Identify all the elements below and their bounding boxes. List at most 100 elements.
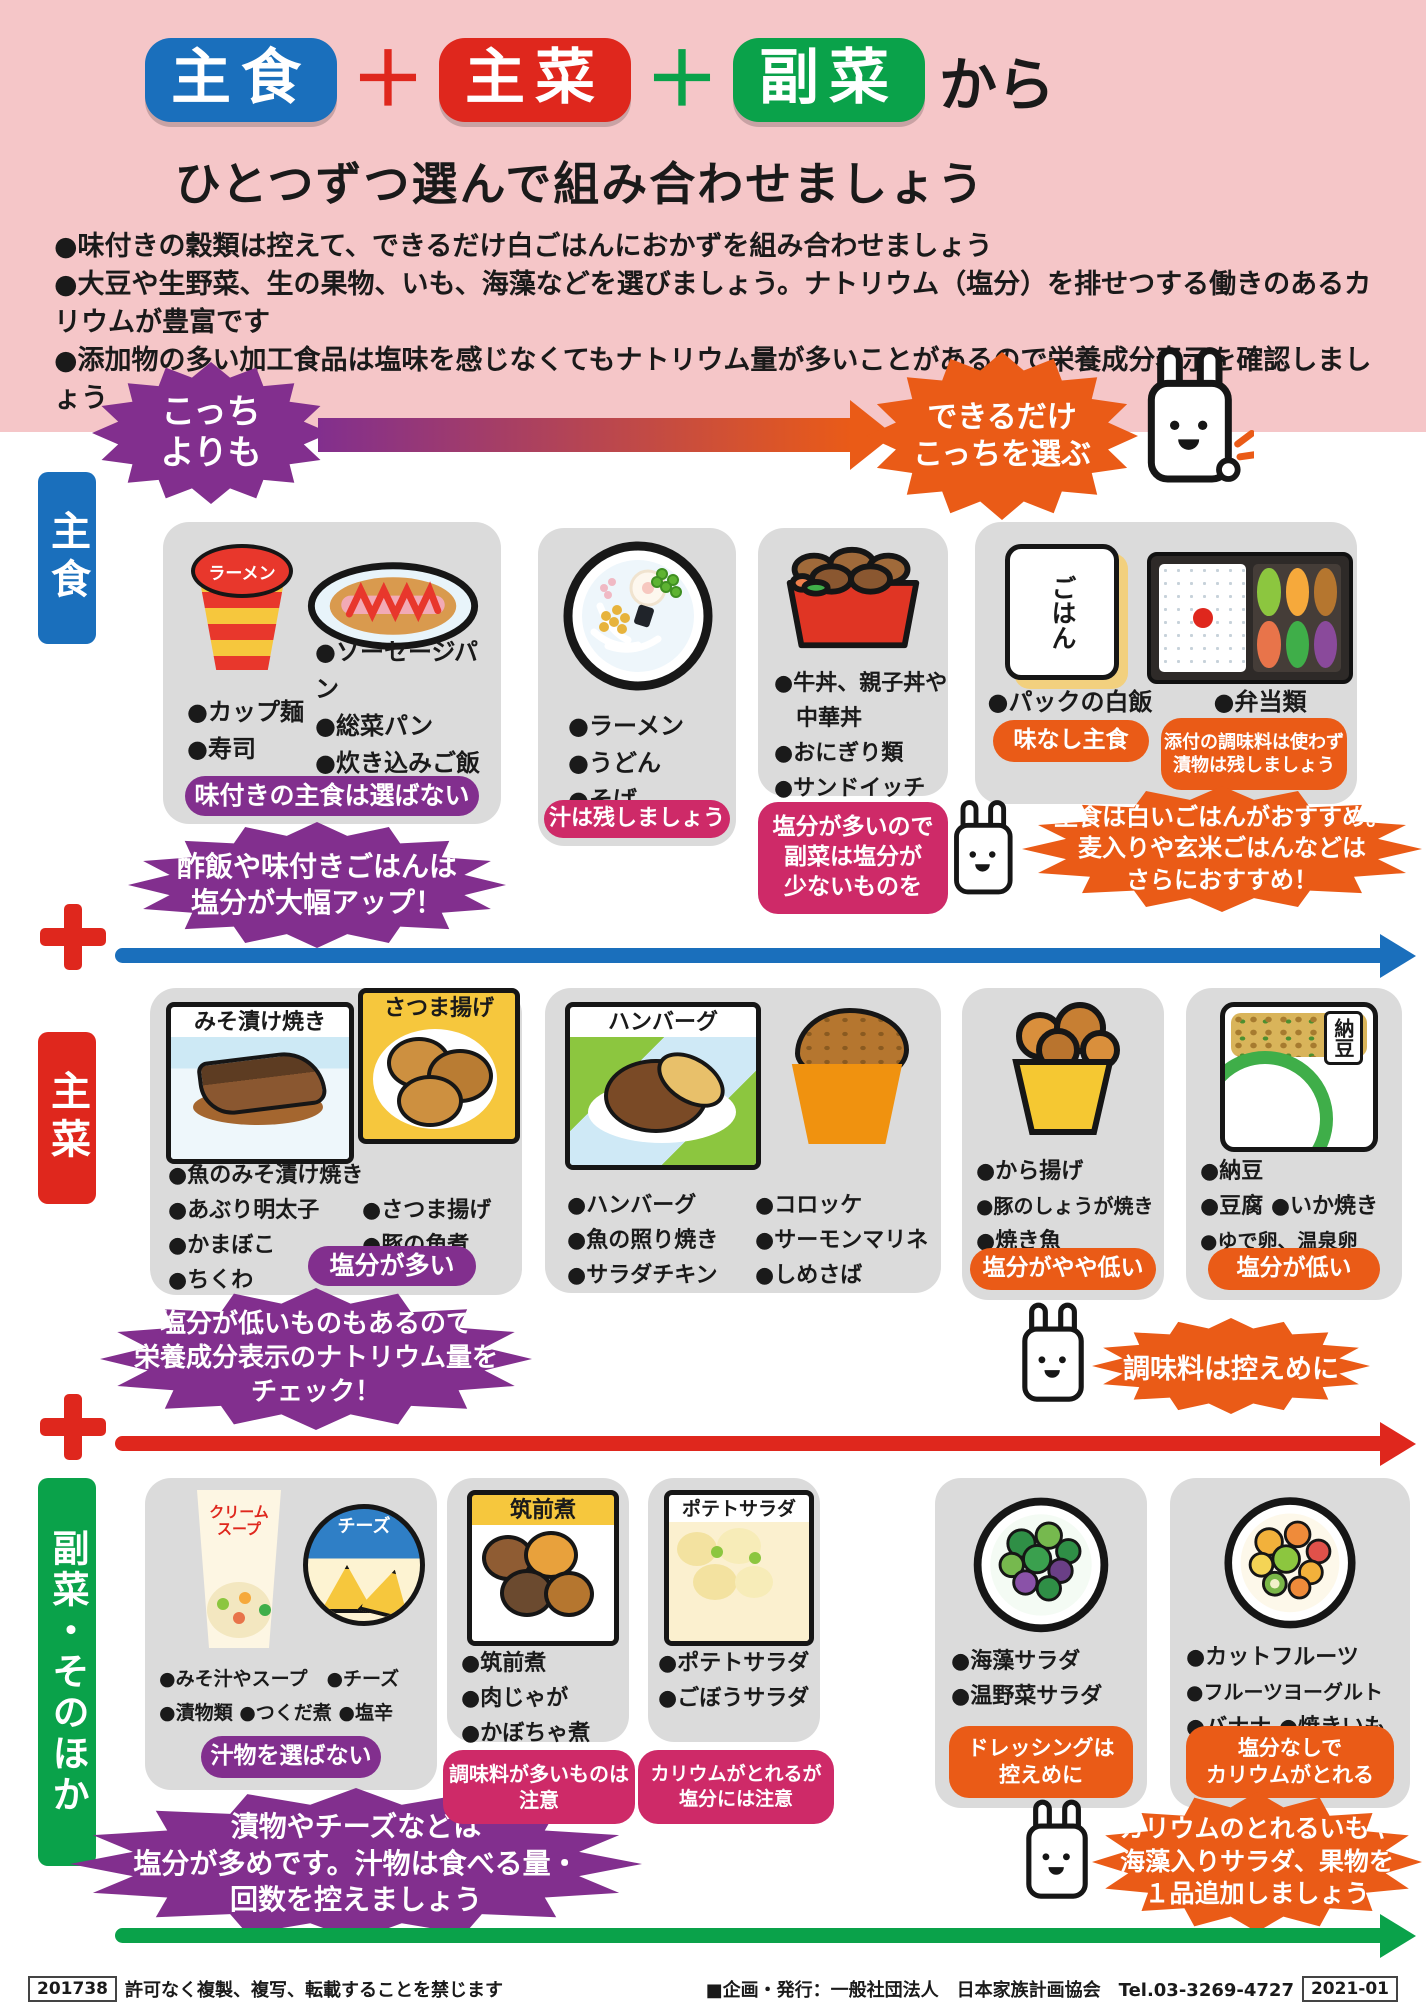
intro-bullet: ●大豆や生野菜、生の果物、いも、海藻などを選びましょう。ナトリウム（塩分）を排せ…: [54, 269, 1372, 338]
title-badges: 主食 ＋ 主菜 ＋ 副菜 から: [120, 28, 1080, 132]
cheese-icon: チーズ: [303, 1504, 425, 1626]
natto-pack-icon: 納豆: [1220, 1002, 1378, 1152]
tag-no-salt-potassium: 塩分なしで カリウムがとれる: [1186, 1726, 1394, 1798]
footer: 201738 許可なく複製、複写、転載することを禁じます ■企画・発行：一般社団…: [0, 1976, 1426, 2002]
red-arrow: [115, 1436, 1387, 1451]
staple-panel-flavored: ラーメン ●カップ麺 ●寿司 ●ソーセージパン ●総菜パン ●炊き込みご飯 ●チ…: [163, 522, 501, 824]
green-arrow-head: [1380, 1914, 1416, 1958]
croquette-icon: [781, 1008, 915, 1158]
list-item: ●ハンバーグ: [567, 1193, 697, 1218]
card-title: ハンバーグ: [607, 1010, 718, 1035]
badge-suffix: から: [938, 51, 1055, 119]
tag-low-salt: 塩分が低い: [1208, 1248, 1380, 1290]
chikuzenni-card: 筑前煮: [467, 1490, 619, 1646]
potato-salad-card: ポテトサラダ: [664, 1490, 814, 1646]
row-label-main: 主菜: [38, 1032, 96, 1204]
satsumaage-pic: [363, 1023, 515, 1139]
staple-panel-plain: ごはん ●パックの白飯 味なし主食 ●弁当類 添付の調味料は使わず 漬物は残しま…: [975, 522, 1357, 804]
tag-high-salt: 塩分が多い: [308, 1246, 476, 1286]
main-salty-list-1: ●魚のみそ漬け焼き ●あぶり明太子 ●かまぼこ ●ちくわ: [168, 1158, 363, 1298]
list-item: ●ちくわ: [168, 1268, 254, 1293]
list-item: ●おにぎり類: [774, 741, 904, 766]
card-title: みそ漬け焼き: [193, 1010, 326, 1035]
karaage-bowl-icon: [1012, 1002, 1120, 1135]
tag-light-dressing: ドレッシングは 控えめに: [949, 1726, 1133, 1798]
badge-main: 主菜: [438, 38, 631, 122]
list-item: ●豚のしょうが焼き: [976, 1194, 1154, 1218]
list-item: ●あぶり明太子: [168, 1198, 320, 1223]
rice-pack-icon: ごはん: [1005, 544, 1119, 680]
chikuzenni-pic: [472, 1525, 614, 1641]
cream-soup-label: クリーム スープ: [209, 1503, 269, 1539]
rabbit-mascot-icon: [954, 800, 1013, 895]
list-item: ●豆腐 ●いか焼き: [1200, 1194, 1379, 1219]
red-arrow-head: [1380, 1422, 1416, 1466]
side-potato-list: ●ポテトサラダ ●ごぼうサラダ: [658, 1646, 809, 1716]
list-item: ●寿司: [187, 735, 256, 763]
cheese-label: チーズ: [337, 1516, 391, 1537]
list-item: ●サラダチキン: [567, 1263, 718, 1288]
intro-bullet: ●添加物の多い加工食品は塩味を感じなくてもナトリウム量が多いことがあるので栄養成…: [54, 345, 1372, 414]
main-panel-lowish: ●から揚げ ●豚のしょうが焼き ●焼き魚 塩分がやや低い: [962, 988, 1164, 1300]
intro-bullet: ●味付きの穀類は控えて、できるだけ白ごはんにおかずを組み合わせましょう: [54, 231, 993, 262]
fruit-bowl-icon: [1224, 1497, 1356, 1629]
main-panel-salty: みそ漬け焼き さつま揚げ ●魚のみそ漬け焼き ●あぶり明太子 ●かまぼこ ●ちく…: [150, 988, 522, 1295]
staple-donburi-list: ●牛丼、親子丼や 中華丼 ●おにぎり類 ●サンドイッチ: [774, 666, 947, 806]
umeboshi-icon: [1192, 608, 1213, 628]
list-item: ●魚のみそ漬け焼き: [168, 1163, 364, 1188]
plain-rice-label: ●パックの白飯: [987, 688, 1153, 716]
rabbit-mascot-icon: [1147, 347, 1254, 483]
card-title: 筑前煮: [509, 1498, 576, 1523]
plus-icon: [40, 904, 106, 970]
cream-soup-cup-icon: クリーム スープ: [197, 1490, 281, 1648]
sausage-bread-icon: [307, 562, 479, 650]
rabbit-mascot-icon: [1022, 1302, 1084, 1402]
footer-publisher: ■企画・発行：一般社団法人 日本家族計画協会 Tel.03-3269-4727: [705, 1980, 1294, 2001]
tag-unflavored-staple: 味なし主食: [993, 720, 1149, 762]
main-right-burst: 調味料は控えめに: [1092, 1318, 1370, 1414]
intro-bullets: ●味付きの穀類は控えて、できるだけ白ごはんにおかずを組み合わせましょう ●大豆や…: [54, 228, 1394, 418]
croquette-cup: [791, 1064, 903, 1144]
noodle-bowl-icon: [563, 541, 713, 691]
list-item: ●サーモンマリネ: [755, 1228, 929, 1253]
list-item: ●ポテトサラダ: [658, 1651, 810, 1676]
natto-label: 納豆: [1324, 1011, 1363, 1065]
list-item: ●カットフルーツ: [1186, 1645, 1359, 1670]
row-label-staple: 主食: [38, 472, 96, 644]
plus-icon: ＋: [350, 37, 425, 123]
main-panel-low: 納豆 ●納豆 ●豆腐 ●いか焼き ●ゆで卵、温泉卵 塩分が低い: [1186, 988, 1402, 1300]
tag-no-soup: 汁物を選ばない: [201, 1736, 381, 1778]
list-item: ●総菜パン: [315, 712, 434, 740]
potato-salad-pic: [669, 1521, 809, 1641]
bento-label: ●弁当類: [1213, 688, 1307, 716]
list-item: ●みそ汁やスープ ●チーズ: [159, 1668, 400, 1690]
list-item: ●海藻サラダ: [951, 1649, 1081, 1674]
list-item: ●さつま揚げ: [362, 1198, 492, 1223]
side-salad-list: ●海藻サラダ ●温野菜サラダ: [951, 1644, 1102, 1714]
tag-potassium-but-salt: カリウムがとれるが 塩分には注意: [638, 1750, 834, 1824]
hamburg-card: ハンバーグ: [565, 1002, 761, 1170]
list-item: ●ラーメン: [568, 712, 684, 740]
tag-slightly-low-salt: 塩分がやや低い: [970, 1248, 1156, 1290]
staple-panel-donburi: ●牛丼、親子丼や 中華丼 ●おにぎり類 ●サンドイッチ: [758, 528, 948, 801]
card-title: さつま揚げ: [383, 996, 494, 1021]
side-panel-potato: ポテトサラダ ●ポテトサラダ ●ごぼうサラダ: [648, 1478, 820, 1742]
miso-fish-card: みそ漬け焼き: [166, 1002, 354, 1164]
satsumaage-card: さつま揚げ: [358, 988, 520, 1144]
side-salty-list: ●みそ汁やスープ ●チーズ ●漬物類 ●つくだ煮 ●塩辛: [159, 1662, 399, 1730]
main-lowish-list: ●から揚げ ●豚のしょうが焼き ●焼き魚: [976, 1154, 1153, 1259]
staple-left-burst: 酢飯や味付きごはんは 塩分が大幅アップ！: [128, 822, 506, 948]
hamburg-pic: [570, 1037, 756, 1165]
list-item: ●しめさば: [755, 1263, 863, 1288]
main-left-burst: 塩分が低いものもあるので 栄養成分表示のナトリウム量を チェック！: [100, 1288, 532, 1430]
list-item: ●かぼちゃ煮: [461, 1721, 591, 1746]
list-item: ●牛丼、親子丼や 中華丼: [774, 671, 948, 731]
list-item: ●納豆: [1200, 1159, 1264, 1184]
tag-skip-sauce-pickles: 添付の調味料は使わず 漬物は残しましょう: [1161, 718, 1347, 790]
blue-arrow: [115, 948, 1387, 963]
side-panel-simmered: 筑前煮 ●筑前煮 ●肉じゃが ●かぼちゃ煮: [447, 1478, 629, 1746]
bento-rice: [1159, 564, 1247, 672]
plus-icon: ＋: [644, 37, 719, 123]
tag-high-salt-pick-low-sides: 塩分が多いので 副菜は塩分が 少ないものを: [758, 802, 948, 914]
